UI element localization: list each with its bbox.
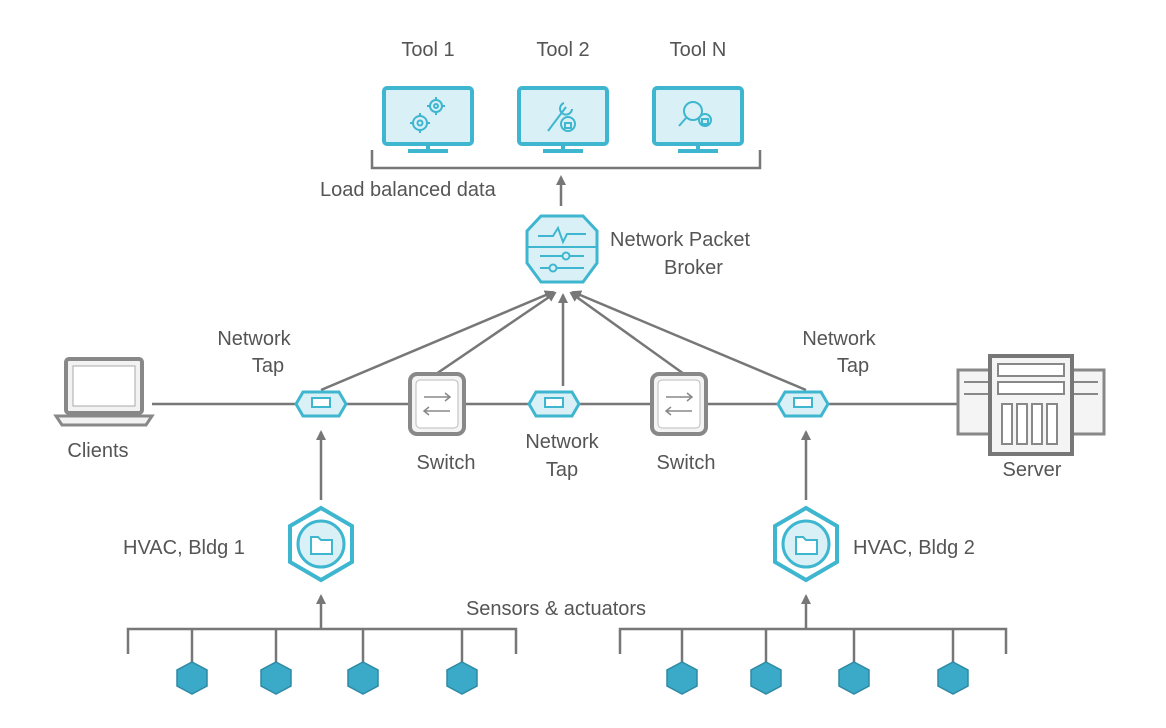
sensor-nodes-bldg-2 bbox=[666, 661, 969, 695]
tap-right-label-line2: Tap bbox=[837, 355, 869, 377]
sliders-icon bbox=[540, 251, 584, 273]
clients-label: Clients bbox=[67, 440, 128, 462]
sensor-node bbox=[446, 661, 478, 695]
sensors-label: Sensors & actuators bbox=[466, 598, 646, 620]
folder-icon bbox=[795, 536, 818, 555]
tap-middle-label-line2: Tap bbox=[546, 459, 578, 481]
sensor-node bbox=[347, 661, 379, 695]
arrows-to-broker bbox=[320, 290, 807, 392]
switch-arrows-icon bbox=[422, 392, 452, 416]
network-tap-left bbox=[294, 390, 348, 418]
npb-label-line1: Network Packet bbox=[610, 229, 750, 251]
load-balanced-label: Load balanced data bbox=[320, 179, 497, 201]
tools-bracket bbox=[370, 150, 762, 170]
server-rack bbox=[956, 354, 1106, 456]
switch-right-label: Switch bbox=[657, 452, 716, 474]
tool-2-label: Tool 2 bbox=[536, 39, 589, 61]
hvac-2-label: HVAC, Bldg 2 bbox=[853, 537, 975, 559]
switch-right bbox=[650, 372, 708, 436]
switch-left bbox=[408, 372, 466, 436]
tool-1-monitor bbox=[382, 86, 474, 153]
magnifier-lock-icon bbox=[678, 101, 712, 127]
hvac-bldg-2-controller bbox=[773, 505, 839, 583]
tap-middle-label-line1: Network bbox=[525, 431, 599, 453]
sensor-bus-1 bbox=[126, 627, 518, 664]
network-tap-right bbox=[776, 390, 830, 418]
sensor-node bbox=[666, 661, 698, 695]
tap-right-label-line1: Network bbox=[802, 328, 876, 350]
sensor-node bbox=[750, 661, 782, 695]
tap-left-label-line1: Network bbox=[217, 328, 291, 350]
sensor-node bbox=[838, 661, 870, 695]
pulse-icon bbox=[538, 225, 586, 245]
npb-label-line2: Broker bbox=[664, 257, 723, 279]
sensor-bus-2 bbox=[618, 627, 1008, 664]
clients-laptop bbox=[53, 357, 155, 427]
switch-left-label: Switch bbox=[417, 452, 476, 474]
gears-icon bbox=[410, 97, 445, 133]
tool-n-label: Tool N bbox=[670, 39, 727, 61]
tool-n-monitor bbox=[652, 86, 744, 153]
network-tap-middle bbox=[527, 390, 581, 418]
folder-icon bbox=[310, 536, 333, 555]
tool-1-label: Tool 1 bbox=[401, 39, 454, 61]
server-label: Server bbox=[1003, 459, 1062, 481]
hvac-bldg-1-controller bbox=[288, 505, 354, 583]
network-packet-broker bbox=[525, 214, 599, 284]
sensor-node bbox=[937, 661, 969, 695]
sensor-node bbox=[260, 661, 292, 695]
tool-2-monitor bbox=[517, 86, 609, 153]
sensor-nodes-bldg-1 bbox=[176, 661, 478, 695]
tap-left-label-line2: Tap bbox=[252, 355, 284, 377]
switch-arrows-icon bbox=[664, 392, 694, 416]
sensor-node bbox=[176, 661, 208, 695]
wrench-lock-icon bbox=[547, 102, 576, 132]
hvac-1-label: HVAC, Bldg 1 bbox=[123, 537, 245, 559]
